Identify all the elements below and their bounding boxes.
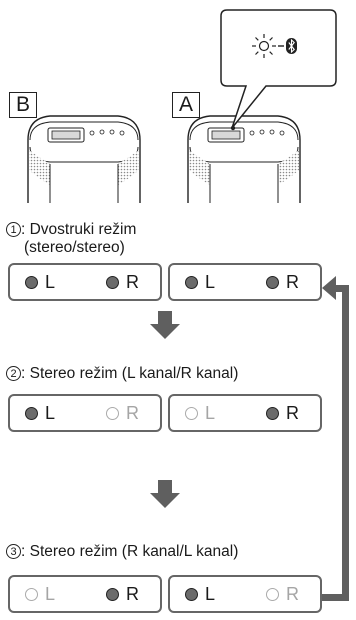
led-left bbox=[25, 407, 38, 420]
mode-1-title: 1: Dvostruki režim bbox=[6, 220, 136, 239]
mode-2-panel-b: L R bbox=[8, 394, 162, 432]
label-right: R bbox=[286, 272, 299, 292]
mode-1-panel-a: L R bbox=[168, 263, 322, 301]
led-left bbox=[25, 276, 38, 289]
label-right: R bbox=[126, 584, 139, 604]
led-right bbox=[266, 407, 279, 420]
led-left bbox=[185, 588, 198, 601]
label-left: L bbox=[205, 584, 216, 604]
step-number-2: 2 bbox=[6, 366, 21, 381]
mode-3-title: 3: Stereo režim (R kanal/L kanal) bbox=[6, 542, 238, 561]
led-right-off bbox=[266, 588, 279, 601]
mode-1-subtitle: (stereo/stereo) bbox=[24, 239, 125, 256]
blink-indicator-icon bbox=[252, 34, 276, 58]
led-right bbox=[106, 276, 119, 289]
speaker-illustration bbox=[27, 9, 337, 203]
down-arrow-icon bbox=[150, 480, 180, 508]
label-right: R bbox=[126, 403, 139, 423]
speaker-a bbox=[187, 115, 301, 203]
indicator-callout bbox=[220, 9, 337, 129]
mode-2-panel-a: L R bbox=[168, 394, 322, 432]
label-left: L bbox=[205, 272, 216, 292]
bluetooth-icon bbox=[286, 38, 297, 54]
loop-back-arrow-icon bbox=[322, 276, 349, 601]
mode-1-panel-b: L R bbox=[8, 263, 162, 301]
label-right: R bbox=[286, 403, 299, 423]
mode-2-title: 2: Stereo režim (L kanal/R kanal) bbox=[6, 364, 238, 383]
led-left-off bbox=[185, 407, 198, 420]
speaker-a-tag: A bbox=[172, 92, 200, 118]
label-right: R bbox=[126, 272, 139, 292]
led-left-off bbox=[25, 588, 38, 601]
step-number-1: 1 bbox=[6, 222, 21, 237]
led-right bbox=[106, 588, 119, 601]
led-right-off bbox=[106, 407, 119, 420]
mode-3-panel-b: L R bbox=[8, 575, 162, 613]
speaker-b-tag: B bbox=[9, 92, 37, 118]
label-left: L bbox=[45, 403, 56, 423]
label-left: L bbox=[45, 272, 56, 292]
led-left bbox=[185, 276, 198, 289]
label-right: R bbox=[286, 584, 299, 604]
mode-3-panel-a: L R bbox=[168, 575, 322, 613]
label-left: L bbox=[205, 403, 216, 423]
label-left: L bbox=[45, 584, 56, 604]
speaker-b bbox=[27, 115, 141, 203]
led-right bbox=[266, 276, 279, 289]
step-number-3: 3 bbox=[6, 544, 21, 559]
down-arrow-icon bbox=[150, 311, 180, 339]
